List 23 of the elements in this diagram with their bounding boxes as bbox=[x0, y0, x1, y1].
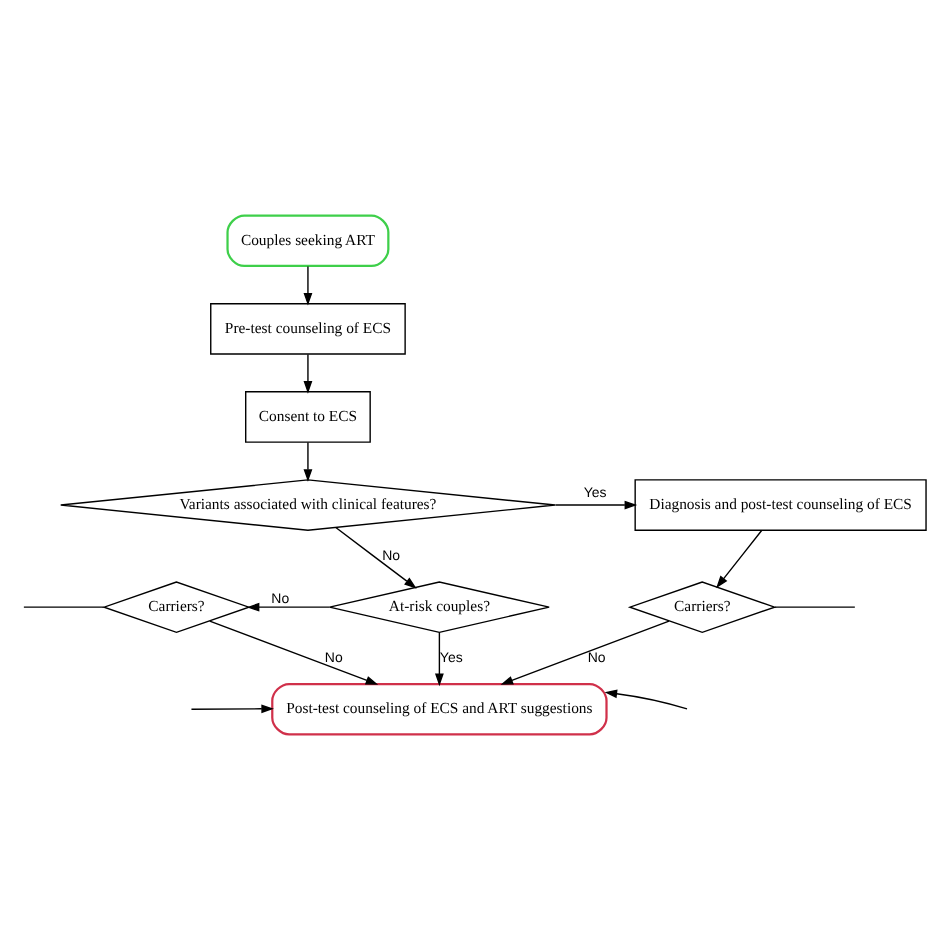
arrow bbox=[303, 440, 313, 481]
arrow bbox=[303, 352, 313, 393]
arrow bbox=[500, 619, 670, 684]
arrow bbox=[246, 601, 331, 611]
arrow bbox=[604, 688, 688, 709]
arrow bbox=[190, 703, 274, 713]
arrow bbox=[303, 264, 313, 305]
arrow bbox=[554, 499, 638, 509]
node-box: Couples seeking ART bbox=[226, 213, 390, 267]
arrow bbox=[434, 630, 444, 686]
node-box: Diagnosis and post-test counseling of ECS bbox=[634, 478, 927, 530]
node-box: Post-test counseling of ECS and ART suggestions bbox=[271, 681, 608, 735]
arrow bbox=[209, 619, 379, 684]
connector bbox=[774, 605, 856, 607]
node-box: Pre-test counseling of ECS bbox=[210, 302, 406, 354]
node-diamond: Variants associated with clinical features? bbox=[60, 478, 556, 530]
node-box: Consent to ECS bbox=[245, 390, 371, 442]
arrow bbox=[716, 528, 763, 588]
node-diamond: Carriers? bbox=[627, 580, 777, 633]
arrow bbox=[335, 525, 417, 588]
node-diamond: Carriers? bbox=[102, 580, 251, 633]
connector bbox=[23, 605, 105, 607]
node-diamond: At-risk couples? bbox=[328, 580, 550, 633]
